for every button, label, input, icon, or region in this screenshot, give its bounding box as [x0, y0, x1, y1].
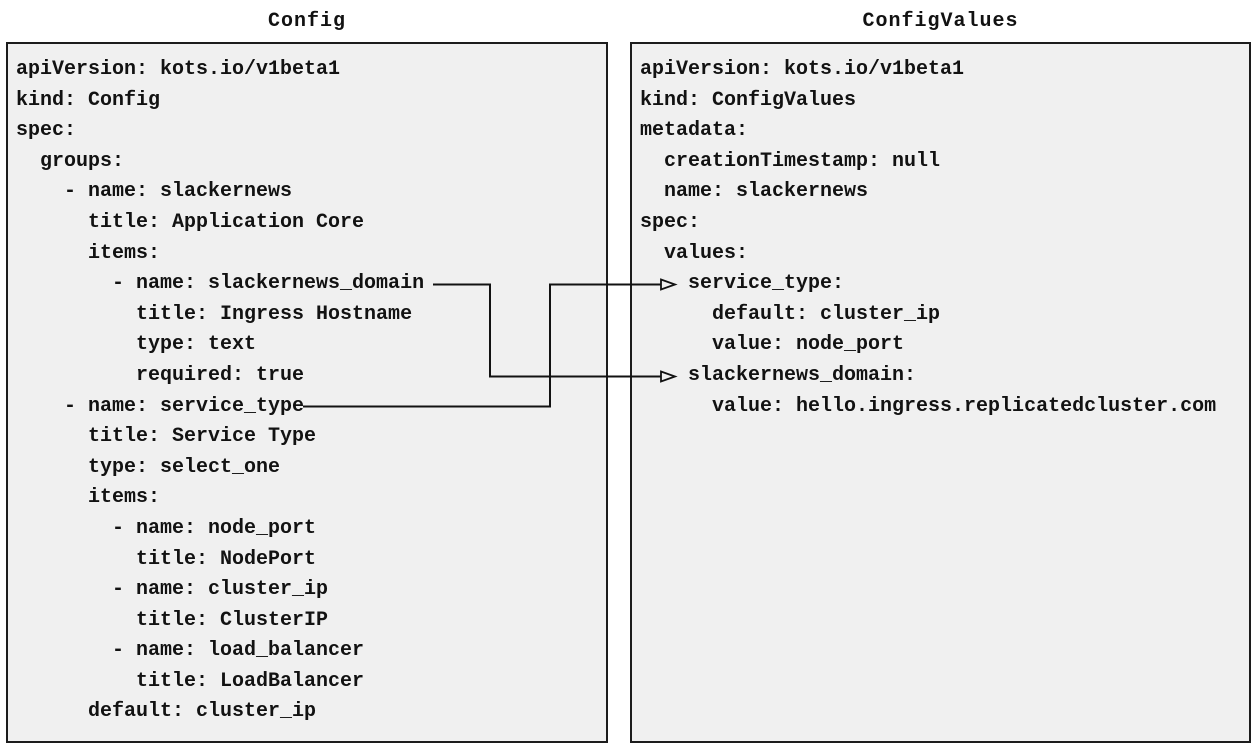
- config-panel-title: Config: [267, 10, 346, 33]
- config-yaml-code: apiVersion: kots.io/v1beta1 kind: Config…: [16, 58, 425, 724]
- configvalues-panel-title: ConfigValues: [862, 10, 1019, 33]
- configvalues-yaml-panel: apiVersion: kots.io/v1beta1 kind: Config…: [630, 42, 1251, 743]
- config-yaml-panel: apiVersion: kots.io/v1beta1 kind: Config…: [6, 42, 608, 743]
- configvalues-yaml-code: apiVersion: kots.io/v1beta1 kind: Config…: [640, 58, 1217, 418]
